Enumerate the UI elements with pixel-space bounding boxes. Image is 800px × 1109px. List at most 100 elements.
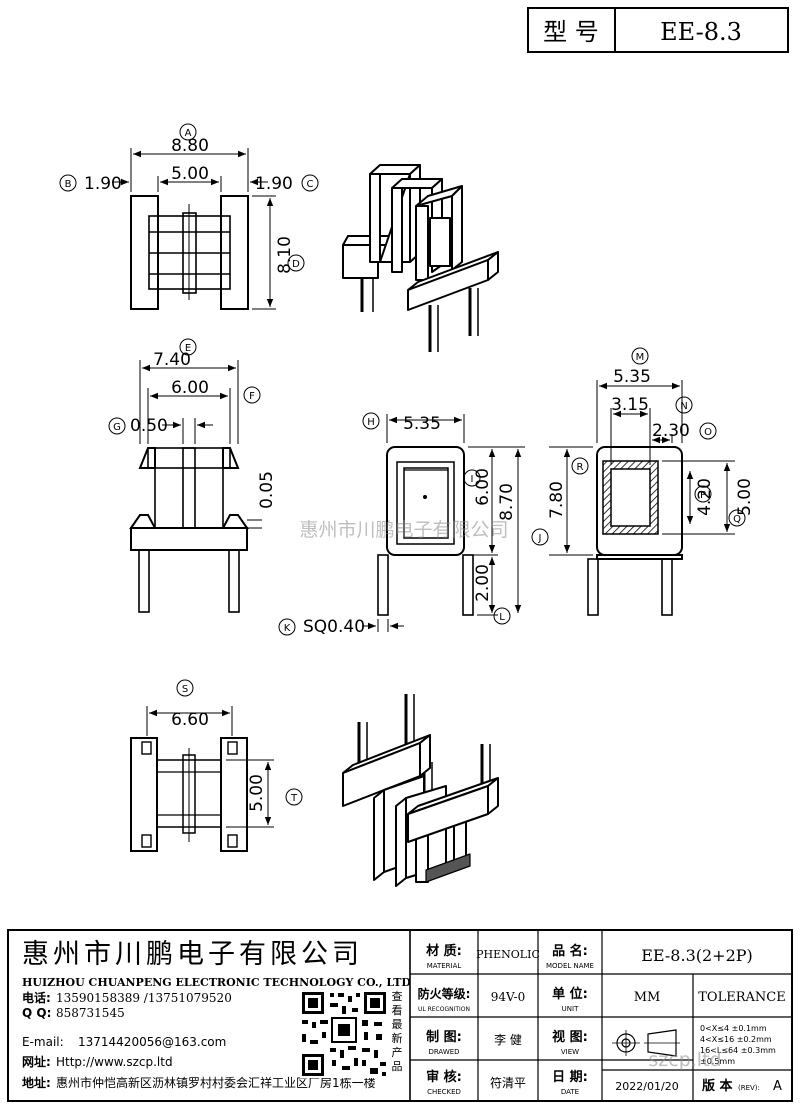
drawn-label: 制 图: <box>426 1029 462 1045</box>
tolerance-row: 4<X≤16 ±0.2mm <box>700 1035 772 1044</box>
dim-offset: 0.05 <box>257 471 277 509</box>
dim-middle: 5.00 <box>171 164 209 184</box>
watermark: 惠州市川鹏电子有限公司 <box>299 519 508 541</box>
unit-label-en: UNIT <box>562 1005 579 1013</box>
date-cell: 日 期: DATE 2022/01/20 <box>552 1070 679 1096</box>
dim-section-inner: 3.15 <box>611 395 649 415</box>
dim-right-flange: 1.90 <box>255 174 293 194</box>
date-value: 2022/01/20 <box>615 1080 678 1093</box>
label-m: M <box>636 352 645 363</box>
revision-value: A <box>773 1079 782 1094</box>
title-block: 型 号 EE-8.3 <box>527 7 789 53</box>
qr-caption-char: 查 <box>392 989 403 1003</box>
dim-pin-square: SQ0.40 <box>303 617 365 637</box>
unit-cell: 单 位: UNIT MM TOLERANCE <box>552 986 786 1013</box>
qr-caption-char: 看 <box>392 1003 403 1017</box>
side-view <box>362 414 525 632</box>
email-label: E-mail: <box>22 1035 64 1049</box>
drawn-cell: 制 图: DRAWED 李 健 <box>426 1029 522 1056</box>
fire-rating-value: 94V-0 <box>491 990 526 1004</box>
view-label-en: VIEW <box>561 1048 579 1056</box>
qq-label: Q Q: <box>22 1006 51 1020</box>
material-cell: 材 质: MATERIAL PHENOLIC <box>426 943 540 970</box>
type-label: 型 号 <box>543 18 599 46</box>
dim-total-height: 8.70 <box>497 483 517 521</box>
label-d: D <box>292 259 300 270</box>
qr-caption-char: 新 <box>392 1031 403 1045</box>
label-q: Q <box>733 514 741 525</box>
label-b: B <box>65 179 72 190</box>
date-label-en: DATE <box>561 1088 579 1096</box>
model-name-label: 品 名: <box>552 943 588 959</box>
label-g: G <box>113 422 121 433</box>
label-a: A <box>185 128 192 139</box>
label-t: T <box>290 793 298 804</box>
section-view-annotations: M 5.35 3.15 N 2.30 O R 7.80 4.20 P 5.00 … <box>547 347 755 527</box>
tolerance-row: 16<L≤64 ±0.3mm <box>700 1046 776 1055</box>
phone-label: 电话: <box>22 990 51 1005</box>
qr-caption-char: 最 <box>392 1018 403 1031</box>
label-l: L <box>499 612 505 623</box>
qr-caption: 查 看 最 新 产 品 <box>392 989 403 1073</box>
bottom-view <box>130 706 274 852</box>
side-view-annotations: H 5.35 I 6.00 8.70 J 2.00 L K SQ0.40 <box>278 412 549 637</box>
material-label-en: MATERIAL <box>427 962 462 970</box>
isometric-view-bottom <box>342 694 499 887</box>
checked-cell: 审 核: CHECKED 符清平 <box>426 1069 526 1096</box>
dim-height: 8.10 <box>275 236 295 274</box>
section-view <box>549 380 735 616</box>
label-p: P <box>700 490 706 501</box>
web-label: 网址: <box>22 1054 51 1069</box>
model-name-cell: 品 名: MODEL NAME EE-8.3(2+2P) <box>546 943 753 970</box>
company-name-cn: 惠州市川鹏电子有限公司 <box>22 939 363 970</box>
label-c: C <box>307 179 314 190</box>
address-label: 地址: <box>22 1075 51 1090</box>
checked-value: 符清平 <box>490 1075 526 1090</box>
drawn-value: 李 健 <box>494 1032 522 1047</box>
company-info: 惠州市川鹏电子有限公司 HUIZHOU CHUANPENG ELECTRONIC… <box>22 939 411 1090</box>
model-name-label-en: MODEL NAME <box>546 962 594 970</box>
checked-label: 审 核: <box>426 1069 462 1085</box>
tolerance-label: TOLERANCE <box>698 990 785 1005</box>
label-i: I <box>471 474 474 485</box>
address-value: 惠州市仲恺高新区沥林镇罗村村委会汇祥工业区厂房1栋一楼 <box>56 1075 376 1090</box>
dim-left-flange: 1.90 <box>84 174 122 194</box>
dim-bottom-width: 6.60 <box>171 710 209 730</box>
revision-cell: 版 本 (REV): A <box>702 1078 782 1094</box>
checked-label-en: CHECKED <box>427 1088 461 1096</box>
dim-side-width: 5.35 <box>403 414 441 434</box>
email-value: 13714420056@163.com <box>78 1035 226 1049</box>
material-label: 材 质: <box>426 943 462 959</box>
dim-section-height: 7.80 <box>547 481 567 519</box>
site-watermark: szcp.ltd <box>648 1049 721 1071</box>
company-name-en: HUIZHOU CHUANPENG ELECTRONIC TECHNOLOGY … <box>22 976 411 989</box>
label-e: E <box>185 343 191 354</box>
qq-value: 858731545 <box>56 1006 125 1020</box>
dim-overall-width: 8.80 <box>171 136 209 156</box>
label-s: S <box>182 684 188 695</box>
dim-body-height: 6.00 <box>473 468 493 506</box>
fire-rating-label-en: UL RECOGNITION <box>418 1006 470 1013</box>
model-number: EE-8.3 <box>660 18 742 46</box>
dim-bottom-height: 5.00 <box>247 774 267 812</box>
date-label: 日 期: <box>552 1070 588 1085</box>
unit-value: MM <box>634 990 661 1005</box>
dim-section-width: 5.35 <box>613 367 651 387</box>
dim-core-height: 4.20 <box>695 478 715 516</box>
fire-rating-cell: 防火等级: UL RECOGNITION 94V-0 <box>418 986 526 1013</box>
footer-frame <box>7 929 793 1102</box>
material-value: PHENOLIC <box>476 948 540 961</box>
tolerance-row: 0<X≤4 ±0.1mm <box>700 1024 767 1033</box>
dim-section-wall: 2.30 <box>652 421 690 441</box>
dim-inner-width: 6.00 <box>171 378 209 398</box>
label-f: F <box>249 391 255 402</box>
label-n: N <box>680 401 687 412</box>
label-j: J <box>538 533 542 544</box>
label-h: H <box>367 417 375 428</box>
bottom-view-annotations: S 6.60 5.00 T <box>171 679 303 812</box>
model-name-value: EE-8.3(2+2P) <box>641 946 753 965</box>
unit-label: 单 位: <box>552 986 588 1002</box>
dim-pin-length: 2.00 <box>473 564 493 602</box>
front-view-annotations: E 7.40 6.00 F G 0.50 0.05 <box>108 338 277 509</box>
